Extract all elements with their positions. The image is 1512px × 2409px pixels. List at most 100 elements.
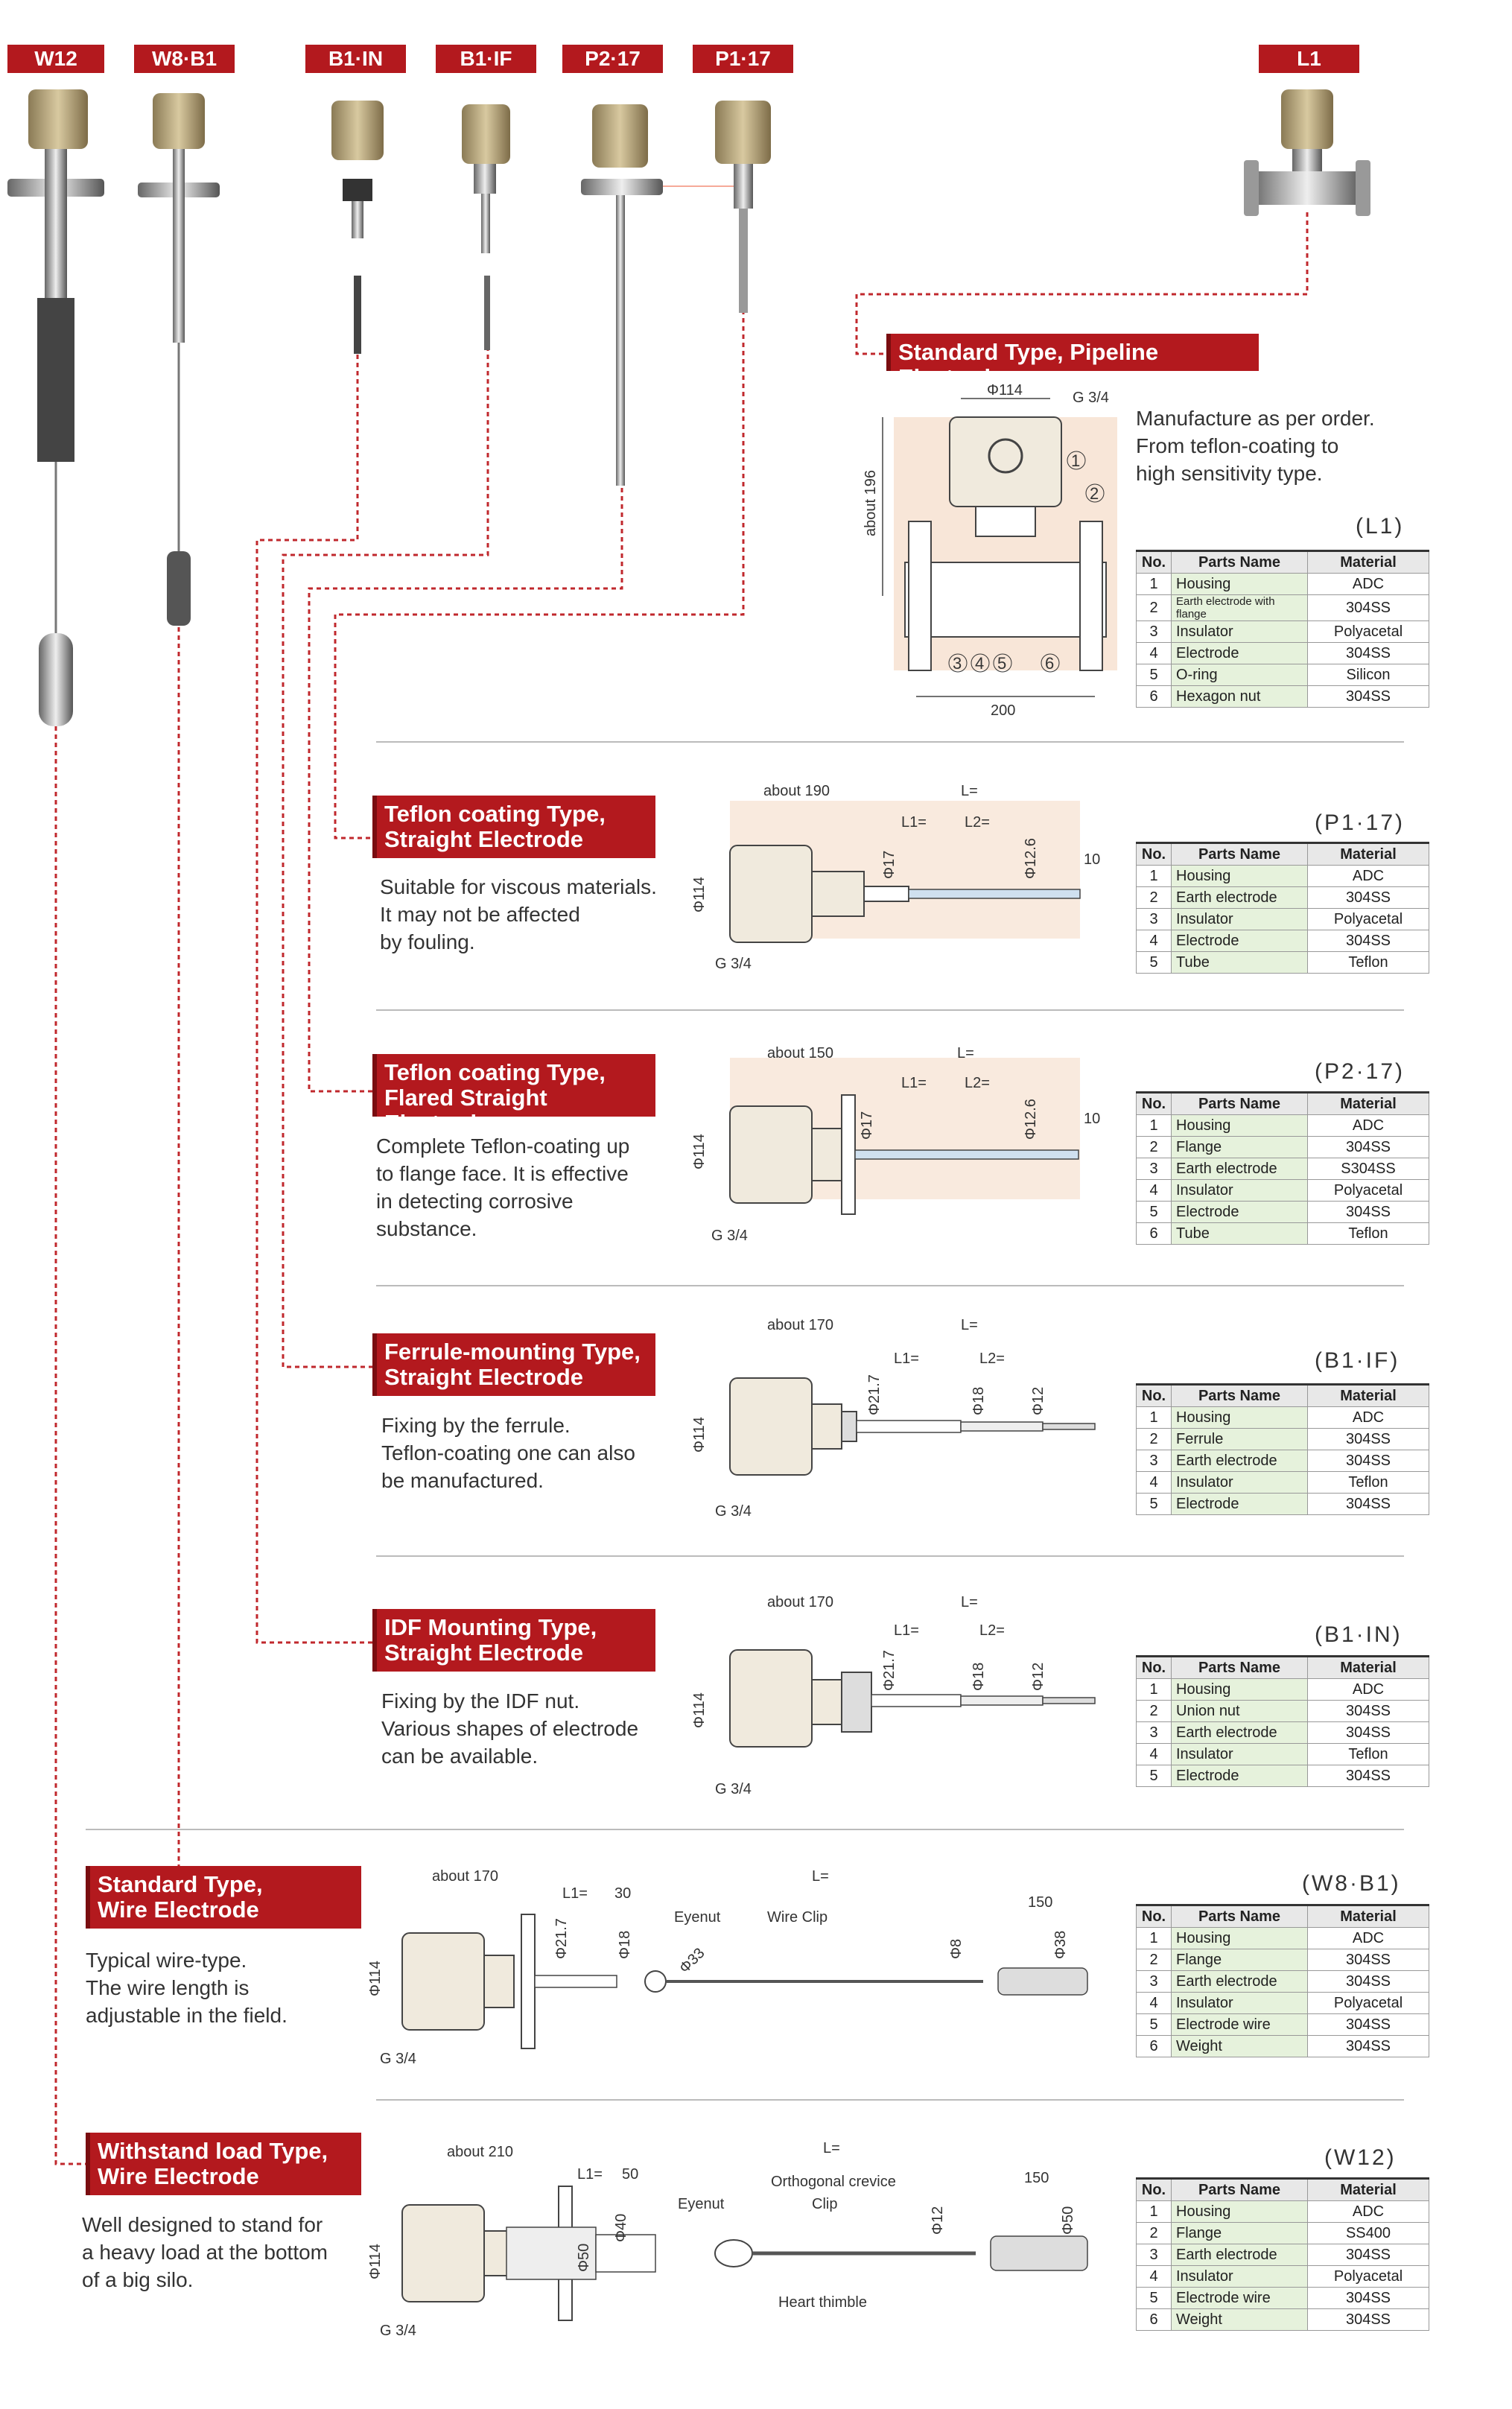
model-code-b1in: (B1·IN) — [1315, 1622, 1403, 1647]
photo-b1if — [462, 104, 510, 350]
svg-text:L2=: L2= — [979, 1350, 1005, 1367]
svg-text:Φ18: Φ18 — [617, 1931, 633, 1959]
svg-text:Φ12: Φ12 — [1030, 1663, 1046, 1691]
svg-text:Clip: Clip — [812, 2196, 837, 2212]
section-desc-w12: Well designed to stand for a heavy load … — [82, 2213, 328, 2291]
svg-text:150: 150 — [1028, 1894, 1052, 1911]
photo-w8b1 — [138, 93, 220, 626]
svg-text:Φ12.6: Φ12.6 — [1023, 838, 1039, 879]
svg-text:about 190: about 190 — [763, 783, 830, 799]
l1-dim-about196: about 196 — [863, 470, 879, 536]
separator — [376, 1555, 1404, 1557]
svg-text:3: 3 — [953, 654, 962, 673]
drawing-l1: Φ114 G 3/4 about 196 200 1 2 3 4 5 6 — [863, 382, 1117, 719]
svg-text:L1=: L1= — [562, 1885, 588, 1902]
svg-text:Φ18: Φ18 — [971, 1663, 987, 1691]
svg-text:Φ12: Φ12 — [930, 2206, 946, 2235]
section-title-w12: Withstand load Type,Wire Electrode — [86, 2133, 361, 2195]
separator — [376, 1285, 1404, 1286]
svg-text:Φ18: Φ18 — [971, 1387, 987, 1415]
svg-text:L2=: L2= — [979, 1622, 1005, 1639]
svg-text:G 3/4: G 3/4 — [711, 1228, 748, 1244]
section-title-b1if: Ferrule-mounting Type,Straight Electrode — [372, 1333, 655, 1396]
model-code-w12: (W12) — [1324, 2145, 1397, 2170]
model-tag-l1: L1 — [1259, 45, 1359, 73]
model-tag-b1if: B1·IF — [436, 45, 536, 73]
svg-text:Orthogonal crevice: Orthogonal crevice — [771, 2174, 896, 2190]
separator — [376, 2099, 1404, 2101]
model-tag-b1in: B1·IN — [305, 45, 406, 73]
svg-text:L=: L= — [961, 1594, 978, 1610]
section-desc-p217: Complete Teflon-coating up to flange fac… — [376, 1134, 630, 1240]
separator — [86, 1829, 1404, 1830]
svg-text:G 3/4: G 3/4 — [380, 2323, 416, 2339]
section-desc-w8b1: Typical wire-type. The wire length is ad… — [86, 1949, 288, 2027]
svg-text:about 170: about 170 — [767, 1317, 833, 1333]
svg-text:150: 150 — [1024, 2170, 1049, 2186]
svg-text:G 3/4: G 3/4 — [380, 2051, 416, 2067]
model-tag-p217: P2·17 — [562, 45, 663, 73]
svg-text:Φ17: Φ17 — [881, 851, 898, 879]
photo-p217 — [581, 104, 663, 486]
svg-text:10: 10 — [1084, 1111, 1100, 1127]
svg-text:L2=: L2= — [965, 1075, 990, 1091]
section-desc-p117: Suitable for viscous materials. It may n… — [380, 875, 657, 953]
photo-p117 — [663, 101, 771, 313]
svg-text:G 3/4: G 3/4 — [715, 956, 752, 972]
svg-text:Φ114: Φ114 — [691, 1692, 708, 1728]
svg-text:L=: L= — [961, 1317, 978, 1333]
model-code-b1if: (B1·IF) — [1315, 1348, 1400, 1373]
photo-w12 — [7, 89, 104, 726]
svg-text:L2=: L2= — [965, 814, 990, 831]
svg-text:G 3/4: G 3/4 — [715, 1781, 752, 1797]
model-code-p117: (P1·17) — [1315, 810, 1405, 835]
model-code-l1: (L1) — [1356, 514, 1405, 539]
svg-text:30: 30 — [614, 1885, 631, 1902]
svg-text:Φ114: Φ114 — [691, 1417, 708, 1453]
svg-text:L=: L= — [812, 1868, 829, 1885]
product-photos — [7, 89, 1370, 726]
svg-text:Φ21.7: Φ21.7 — [553, 1918, 570, 1959]
l1-dim-phi114: Φ114 — [987, 382, 1023, 399]
svg-text:L=: L= — [961, 783, 978, 799]
svg-text:about 210: about 210 — [447, 2144, 513, 2160]
svg-text:L1=: L1= — [894, 1622, 919, 1639]
svg-text:Φ38: Φ38 — [1052, 1931, 1069, 1959]
svg-text:Φ40: Φ40 — [613, 2214, 629, 2242]
svg-text:Φ17: Φ17 — [859, 1111, 875, 1140]
svg-text:Φ114: Φ114 — [367, 1961, 384, 1996]
svg-text:4: 4 — [975, 654, 984, 673]
svg-text:L=: L= — [823, 2140, 840, 2156]
svg-text:Φ114: Φ114 — [691, 1134, 708, 1169]
section-title-b1in: IDF Mounting Type,Straight Electrode — [372, 1609, 655, 1672]
svg-text:Wire Clip: Wire Clip — [767, 1909, 828, 1926]
svg-text:Eyenut: Eyenut — [674, 1909, 721, 1926]
section-title-p217: Teflon coating Type,Flared Straight Elec… — [372, 1054, 655, 1136]
model-code-w8b1: (W8·B1) — [1302, 1871, 1401, 1896]
svg-text:1: 1 — [1071, 451, 1080, 470]
svg-text:Φ50: Φ50 — [1060, 2206, 1076, 2235]
svg-text:Eyenut: Eyenut — [678, 2196, 725, 2212]
svg-text:L=: L= — [957, 1045, 974, 1061]
svg-text:6: 6 — [1045, 654, 1054, 673]
svg-text:Heart thimble: Heart thimble — [778, 2294, 867, 2311]
svg-text:2: 2 — [1090, 484, 1099, 503]
l1-dim-200: 200 — [991, 702, 1015, 719]
svg-text:Φ12.6: Φ12.6 — [1023, 1099, 1039, 1140]
model-tag-w12: W12 — [7, 45, 104, 73]
section-desc-b1in: Fixing by the IDF nut. Various shapes of… — [381, 1689, 639, 1768]
l1-dim-g34: G 3/4 — [1073, 390, 1109, 406]
model-tag-w8b1: W8·B1 — [134, 45, 235, 73]
svg-text:Φ114: Φ114 — [367, 2244, 384, 2279]
svg-text:Φ114: Φ114 — [691, 877, 708, 913]
